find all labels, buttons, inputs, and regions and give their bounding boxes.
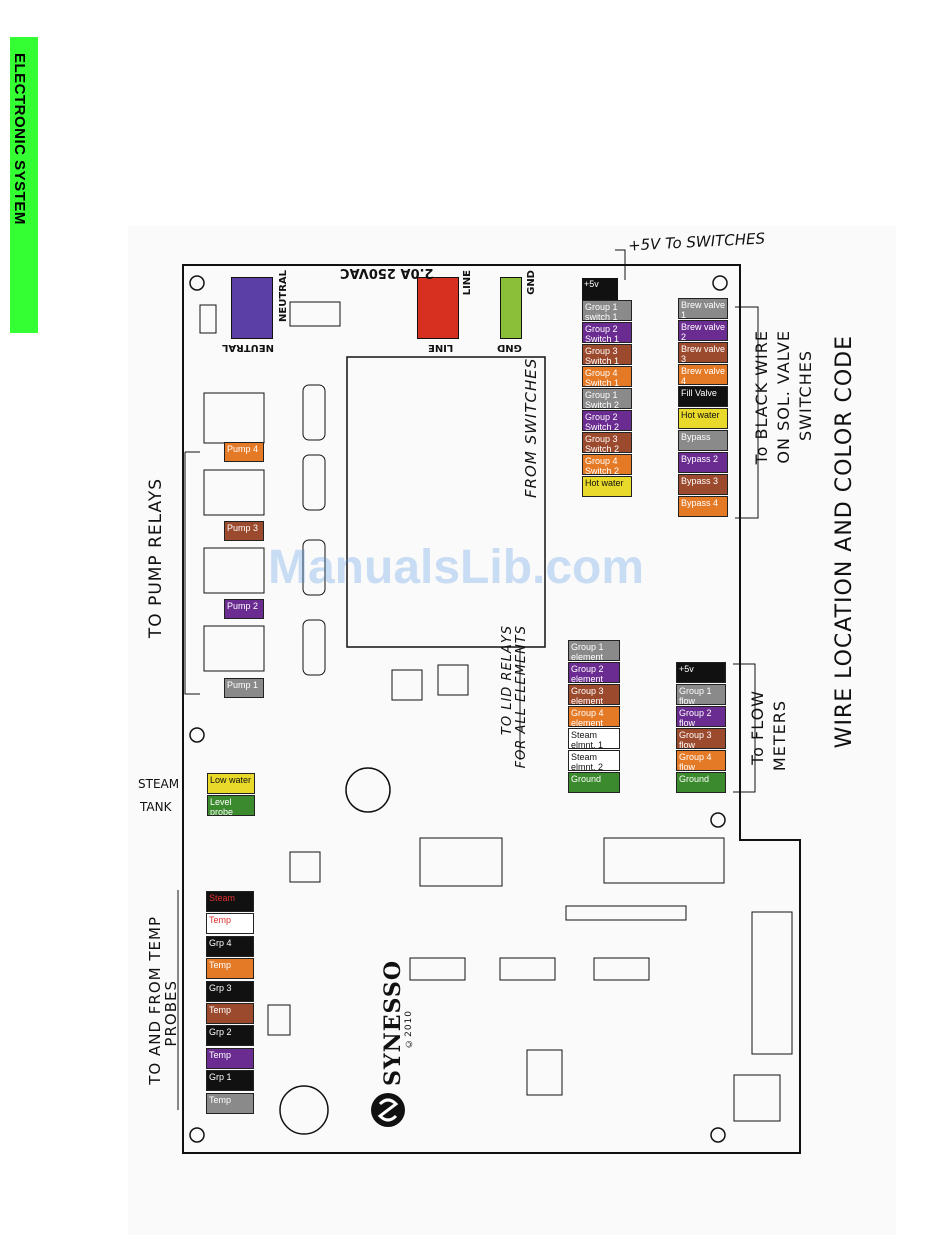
temp-probes-note-2: PROBES: [162, 980, 180, 1047]
from-switches-note: FROM SWITCHES: [522, 357, 540, 498]
switch-label-8: Group 4 Switch 2: [582, 454, 632, 475]
neutral-label-bottom: NEUTRAL: [222, 342, 274, 353]
element-label-4: Group 4 element: [568, 706, 620, 727]
wire-location-note: WIRE LOCATION AND COLOR CODE: [832, 335, 857, 749]
watermark: ManualsLib.com: [268, 541, 645, 594]
pump-relays-note: TO PUMP RELAYS: [146, 478, 166, 639]
side-tab: ELECTRONIC SYSTEM: [10, 37, 38, 333]
temp-label-4: Temp: [206, 958, 254, 980]
valve-label-5: Fill Valve: [678, 386, 728, 407]
flow-label-3: Group 2 flow: [676, 706, 726, 727]
switch-label-2: Group 2 Switch 1: [582, 322, 632, 343]
switch-label-7: Group 3 Switch 2: [582, 432, 632, 453]
element-label-2: Group 2 element: [568, 662, 620, 683]
switch-label-3: Group 3 Switch 1: [582, 344, 632, 365]
switch-label-5: Group 1 Switch 2: [582, 388, 632, 409]
temp-label-2: Temp: [206, 913, 254, 935]
element-label-7: Ground: [568, 772, 620, 793]
line-label-side: LINE: [462, 270, 473, 296]
flow-label-2: Group 1 flow: [676, 684, 726, 705]
temp-label-1: Steam: [206, 891, 254, 912]
switch-plus5v: +5v: [582, 278, 618, 300]
temp-label-8: Temp: [206, 1047, 254, 1069]
temp-label-3: Grp 4: [206, 935, 254, 957]
lid-relays-note-2: FOR ALL ELEMENTS: [514, 625, 529, 769]
element-label-6: Steam elmnt. 2: [568, 750, 620, 771]
temp-label-5: Grp 3: [206, 980, 254, 1002]
flow-meters-note-1: To FLOW: [748, 690, 767, 765]
side-tab-title: ELECTRONIC SYSTEM: [11, 53, 28, 225]
element-label-1: Group 1 element: [568, 640, 620, 661]
tank-note: TANK: [140, 800, 172, 814]
valve-label-3: Brew valve 3: [678, 342, 728, 363]
flow-label-5: Group 4 flow: [676, 750, 726, 771]
gnd-label-bottom: GND: [497, 342, 522, 353]
line-label-bottom: LINE: [428, 342, 454, 353]
pump-label-2: Pump 3: [224, 521, 264, 541]
valve-label-1: Brew valve 1: [678, 298, 728, 319]
temp-label-9: Grp 1: [206, 1070, 254, 1092]
brand-copyright: ©2010: [404, 1010, 414, 1048]
pump-label-4: Pump 1: [224, 678, 264, 698]
flow-label-4: Group 3 flow: [676, 728, 726, 749]
neutral-label-side: NEUTRAL: [278, 270, 289, 322]
brand-name: SYNESSO: [380, 960, 406, 1086]
steam-tank-label-1: Low water: [207, 773, 255, 794]
temp-label-7: Grp 2: [206, 1025, 254, 1047]
switch-label-4: Group 4 Switch 1: [582, 366, 632, 387]
temp-label-6: Temp: [206, 1003, 254, 1024]
neutral-connector: [231, 277, 273, 339]
valve-label-6: Hot water: [678, 408, 728, 429]
steam-note: STEAM: [138, 777, 180, 791]
element-label-3: Group 3 element: [568, 684, 620, 705]
scan-page: [128, 226, 896, 1235]
flow-label-1: +5v: [676, 662, 726, 683]
pump-label-3: Pump 2: [224, 599, 264, 619]
lid-relays-note-1: TO LID RELAYS: [500, 625, 515, 736]
temp-label-10: Temp: [206, 1092, 254, 1114]
valve-label-4: Brew valve 4: [678, 364, 728, 385]
gnd-label-side: GND: [526, 270, 537, 295]
switch-label-1: Group 1 switch 1: [582, 300, 632, 321]
valve-label-10: Bypass 4: [678, 496, 728, 517]
switch-label-9: Hot water: [582, 476, 632, 497]
black-wire-note-3: SWITCHES: [796, 350, 815, 441]
fuse-rating: 2.0A 250VAC: [340, 265, 434, 280]
valve-label-2: Brew valve 2: [678, 320, 728, 341]
black-wire-note-2: ON SOL. VALVE: [774, 330, 793, 464]
valve-label-7: Bypass: [678, 430, 728, 451]
valve-label-8: Bypass 2: [678, 452, 728, 473]
black-wire-note-1: To BLACK WIRE: [752, 330, 771, 465]
line-connector: [417, 277, 459, 339]
switch-label-6: Group 2 Switch 2: [582, 410, 632, 431]
valve-label-9: Bypass 3: [678, 474, 728, 495]
flow-meters-note-2: METERS: [770, 700, 789, 772]
element-label-5: Steam elmnt. 1: [568, 728, 620, 749]
steam-tank-label-2: Level probe: [207, 795, 255, 816]
gnd-connector: [500, 277, 522, 339]
flow-label-6: Ground: [676, 772, 726, 793]
pump-label-1: Pump 4: [224, 442, 264, 462]
